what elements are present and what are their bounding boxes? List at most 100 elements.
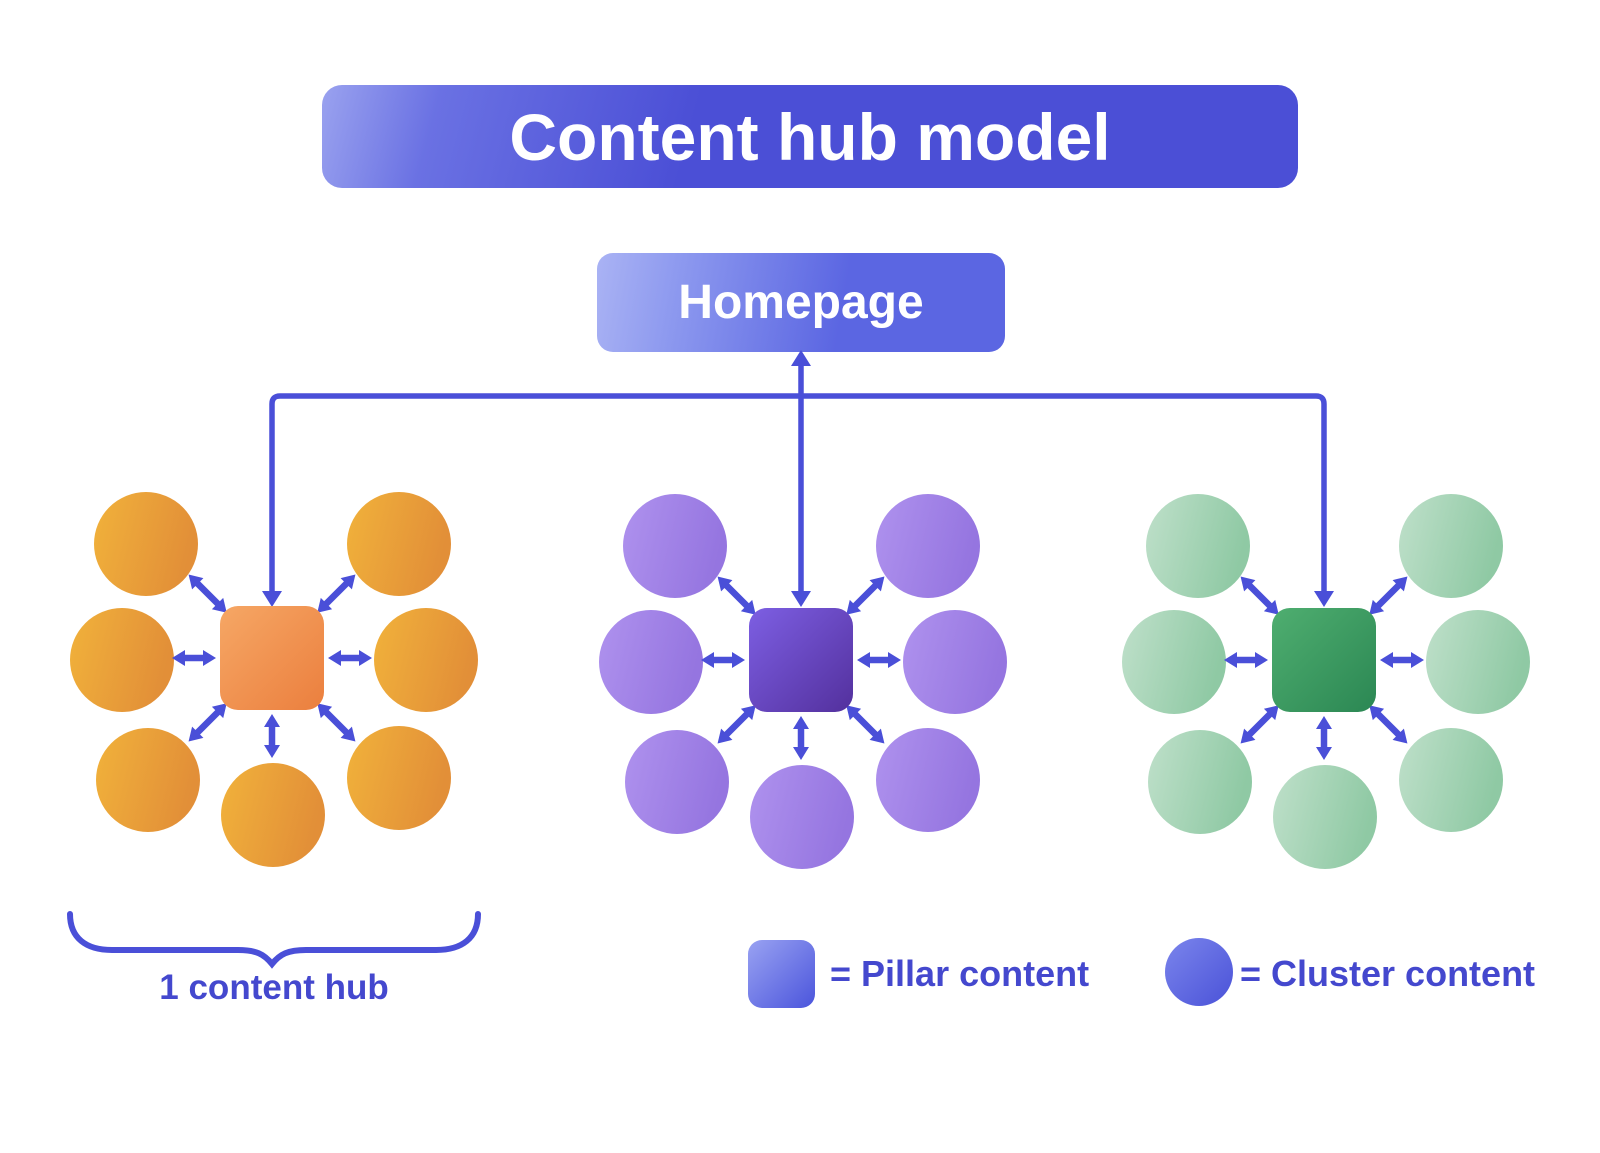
cluster-page-circle <box>1399 494 1503 598</box>
cluster-page-circle <box>1273 765 1377 869</box>
arrowhead-icon <box>1369 705 1385 721</box>
arrowhead-icon <box>188 726 204 742</box>
arrow-shaft <box>723 582 751 610</box>
cluster-page-circle <box>876 494 980 598</box>
orange-hub <box>70 492 478 867</box>
arrowhead-icon <box>1392 728 1408 744</box>
brace-icon <box>67 911 481 969</box>
arrowhead-icon <box>1240 576 1256 592</box>
cluster-page-circle <box>1148 730 1252 834</box>
cluster-page-circle <box>1399 728 1503 832</box>
cluster-content-swatch <box>1165 938 1233 1006</box>
double-arrow <box>1224 652 1268 668</box>
title-banner: Content hub model <box>322 85 1298 188</box>
arrow-shaft <box>194 708 222 736</box>
arrowhead-icon <box>717 728 733 744</box>
arrowhead-icon <box>1240 728 1256 744</box>
cluster-page-circle <box>623 494 727 598</box>
arrowhead-icon <box>1263 599 1279 615</box>
arrow-shaft <box>851 710 879 738</box>
arrowhead-icon <box>732 652 745 668</box>
arrowhead-icon <box>172 650 185 666</box>
arrowhead-icon <box>317 703 333 719</box>
arrowhead-icon <box>264 714 280 727</box>
arrowhead-icon <box>791 350 811 366</box>
cluster-page-circle <box>903 610 1007 714</box>
arrow-shaft <box>322 580 350 608</box>
double-arrow <box>1369 576 1408 615</box>
double-arrow <box>1380 652 1424 668</box>
arrow-shaft <box>194 580 222 608</box>
arrow-shaft <box>1246 582 1274 610</box>
arrow-shaft <box>1374 710 1402 738</box>
arrowhead-icon <box>791 591 811 607</box>
arrowhead-icon <box>188 574 204 590</box>
arrowhead-icon <box>1224 652 1237 668</box>
cluster-page-circle <box>750 765 854 869</box>
arrowhead-icon <box>740 599 756 615</box>
arrowhead-icon <box>328 650 341 666</box>
arrowhead-icon <box>340 726 356 742</box>
arrowhead-icon <box>1369 599 1385 615</box>
cluster-page-circle <box>1122 610 1226 714</box>
cluster-page-circle <box>221 763 325 867</box>
cluster-page-circle <box>347 726 451 830</box>
arrow-shaft <box>851 582 879 610</box>
arrowhead-icon <box>262 591 282 607</box>
double-arrow <box>188 574 227 613</box>
pillar-page-square <box>1272 608 1376 712</box>
purple-hub <box>599 494 1007 869</box>
arrowhead-icon <box>857 652 870 668</box>
arrowhead-icon <box>264 745 280 758</box>
double-arrow <box>188 703 227 742</box>
arrowhead-icon <box>869 728 885 744</box>
arrowhead-icon <box>1255 652 1268 668</box>
arrow-shaft <box>1374 582 1402 610</box>
double-arrow <box>846 576 885 615</box>
double-arrow <box>857 652 901 668</box>
double-arrow <box>328 650 372 666</box>
arrowhead-icon <box>1411 652 1424 668</box>
green-hub <box>1122 494 1530 869</box>
arrowhead-icon <box>793 716 809 729</box>
arrowhead-icon <box>869 576 885 592</box>
cluster-page-circle <box>1426 610 1530 714</box>
arrowhead-icon <box>701 652 714 668</box>
arrowhead-icon <box>1316 716 1332 729</box>
arrowhead-icon <box>1316 747 1332 760</box>
double-arrow <box>1240 705 1279 744</box>
arrowhead-icon <box>211 597 227 613</box>
double-arrow <box>1240 576 1279 615</box>
double-arrow <box>1316 716 1332 760</box>
double-arrow <box>846 705 885 744</box>
homepage-node: Homepage <box>597 253 1005 352</box>
arrowhead-icon <box>359 650 372 666</box>
pillar-content-label: = Pillar content <box>830 953 1090 994</box>
arrowhead-icon <box>1314 591 1334 607</box>
cluster-page-circle <box>347 492 451 596</box>
arrowhead-icon <box>793 747 809 760</box>
pillar-page-square <box>749 608 853 712</box>
double-arrow <box>793 716 809 760</box>
double-arrow <box>1369 705 1408 744</box>
cluster-page-circle <box>94 492 198 596</box>
double-arrow <box>264 714 280 758</box>
arrowhead-icon <box>317 597 333 613</box>
cluster-page-circle <box>1146 494 1250 598</box>
arrow-shaft <box>723 710 751 738</box>
pillar-content-swatch <box>748 940 815 1008</box>
double-arrow <box>717 705 756 744</box>
cluster-page-circle <box>876 728 980 832</box>
branch-connector-line <box>269 393 1327 594</box>
arrow-shaft <box>1246 710 1274 738</box>
cluster-page-circle <box>599 610 703 714</box>
arrowhead-icon <box>846 599 862 615</box>
double-arrow <box>317 703 356 742</box>
arrowhead-icon <box>1380 652 1393 668</box>
pillar-page-square <box>220 606 324 710</box>
arrow-shaft <box>322 708 350 736</box>
double-arrow <box>317 574 356 613</box>
arrowhead-icon <box>1392 576 1408 592</box>
